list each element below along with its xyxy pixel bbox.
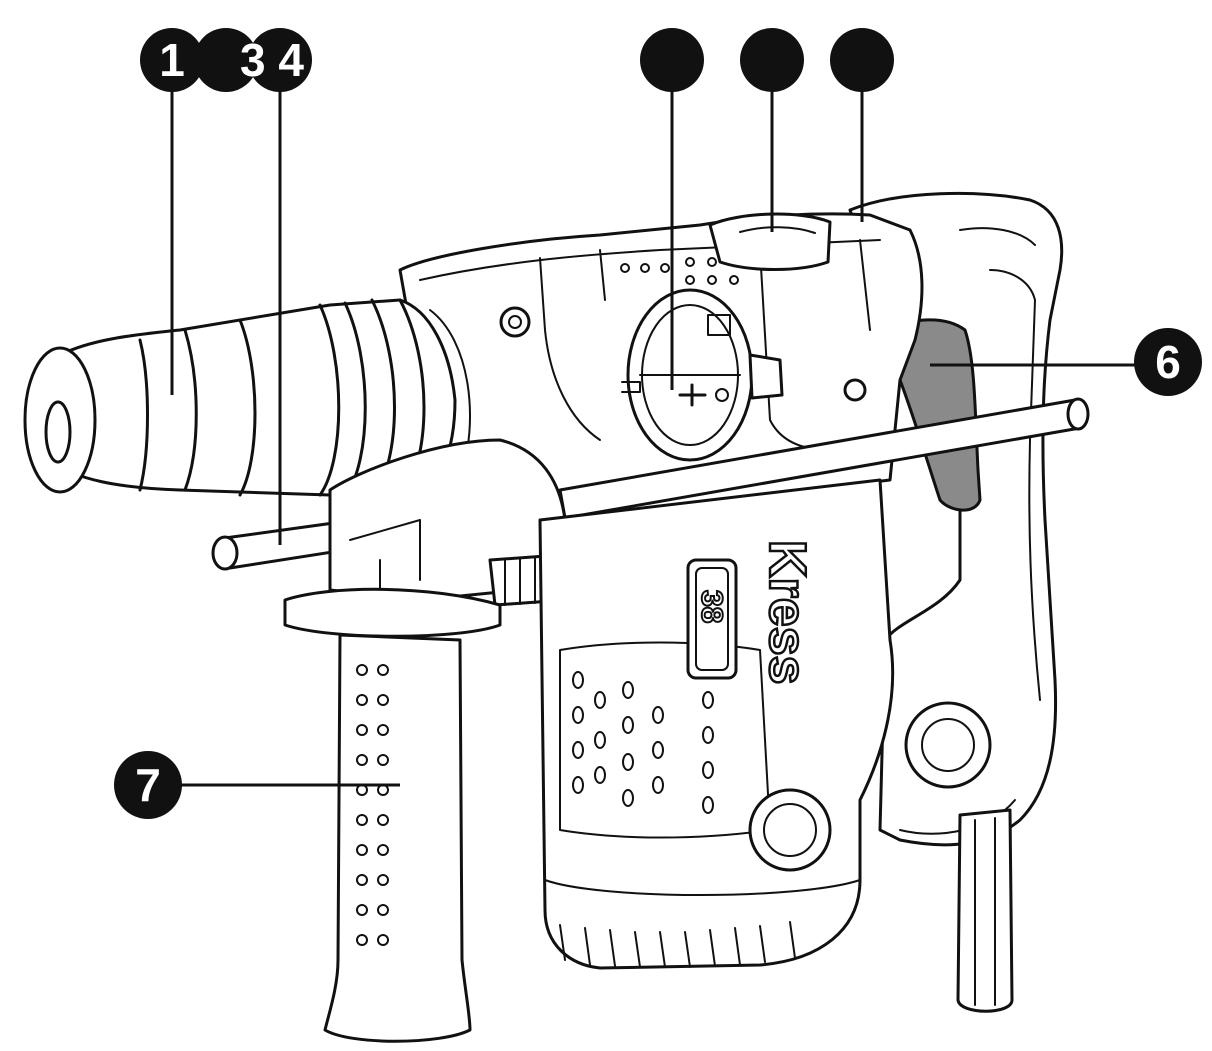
motor-housing: 38 Kress xyxy=(538,478,992,970)
model-number: 38 xyxy=(695,590,728,623)
auxiliary-side-handle xyxy=(283,587,502,1043)
callout-5a xyxy=(640,28,704,92)
vent-holes-motor xyxy=(572,671,714,814)
screw-icon xyxy=(499,306,531,338)
model-badge xyxy=(686,558,738,680)
overlay-label-3-4: 3 4 xyxy=(240,34,304,86)
lock-button-top xyxy=(708,212,832,271)
callout-7: 7 xyxy=(114,751,182,819)
grip-dots xyxy=(356,664,389,946)
callout-5b xyxy=(740,28,804,92)
svg-text:6: 6 xyxy=(1155,336,1181,388)
callout-6: 6 xyxy=(1134,328,1202,396)
callout-1: 1 xyxy=(140,28,204,92)
leader-lines xyxy=(170,80,1150,787)
svg-text:1: 1 xyxy=(159,34,185,86)
svg-text:7: 7 xyxy=(135,759,161,811)
callout-5c xyxy=(830,28,894,92)
callout-3-4: 3 4 xyxy=(240,28,312,92)
power-cord xyxy=(956,808,1014,1013)
mode-selector-dial xyxy=(621,288,784,462)
callout-2 xyxy=(194,28,258,92)
brand-logo-text: Kress xyxy=(758,540,816,685)
